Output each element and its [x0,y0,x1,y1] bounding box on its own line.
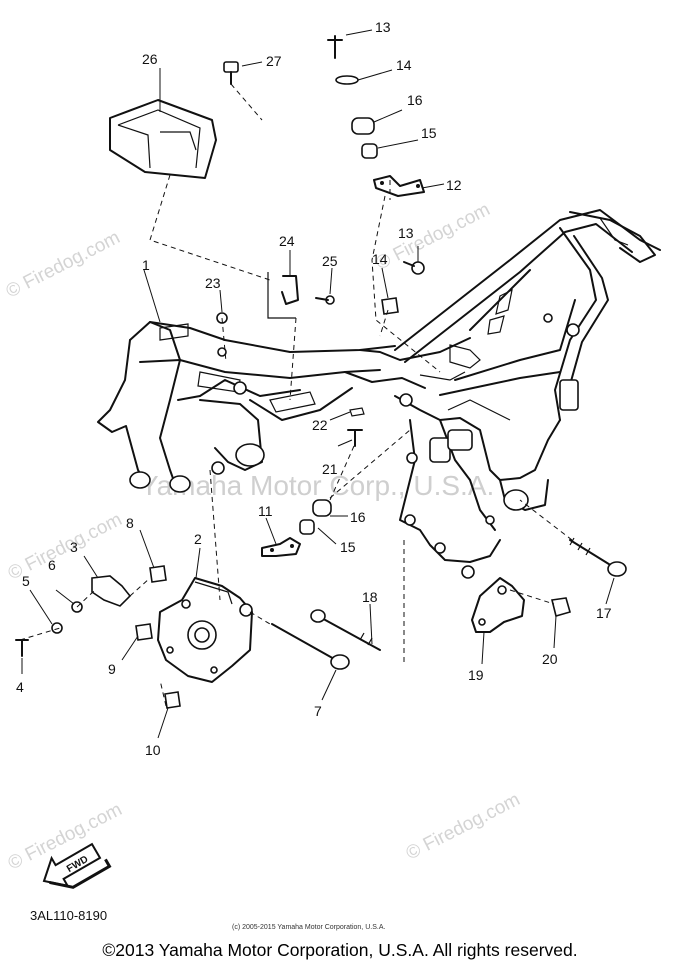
part-27-bolt [223,61,239,85]
callout-23: 23 [205,275,221,291]
callout-25: 25 [322,253,338,269]
lower-mid-parts [261,499,332,557]
watermark-firedog-main: © Firedog.com [3,227,124,302]
callout-8: 8 [126,515,134,531]
copyright-footer: ©2013 Yamaha Motor Corporation, U.S.A. A… [102,940,578,960]
small-credit: (c) 2005-2015 Yamaha Motor Corporation, … [232,924,385,931]
callout-22: 22 [312,417,328,433]
callout-7: 7 [314,703,322,719]
watermark-firedog-right: © Firedog.com [373,199,494,274]
callout-20: 20 [542,651,558,667]
callout-1: 1 [142,257,150,273]
callout-27: 27 [266,53,282,69]
part-code: 3AL110-8190 [30,908,107,923]
callout-18: 18 [362,589,378,605]
watermark-firedog-bottom-right: © Firedog.com [403,789,524,864]
callout-17: 17 [596,605,612,621]
leader-lines [21,29,615,739]
callout-24: 24 [279,233,295,249]
callout-6: 6 [48,557,56,573]
callout-15-low: 15 [340,539,356,555]
callout-labels: 1 2 3 4 5 6 7 8 9 10 11 12 13 13 14 14 1… [16,19,612,758]
callout-11: 11 [258,503,273,519]
callout-13-mid: 13 [398,225,414,241]
callout-2: 2 [194,531,202,547]
watermarks: © Firedog.com © Firedog.com © Firedog.co… [3,199,524,874]
callout-5: 5 [22,573,30,589]
callout-16-top: 16 [407,92,423,108]
callout-10: 10 [145,742,161,758]
callout-12: 12 [446,177,462,193]
rear-mount-parts [471,537,627,633]
lower-left-bracket [15,565,253,709]
callout-15-top: 15 [421,125,437,141]
dashed-connectors [19,83,573,707]
callout-14-mid: 14 [372,251,388,267]
callout-21: 21 [322,461,338,477]
long-bolts [271,609,381,670]
callout-16-low: 16 [350,509,366,525]
callout-14-top: 14 [396,57,412,73]
main-frame [97,209,661,579]
watermark-yamaha-center: Yamaha Motor Corp., U.S.A. [140,470,494,501]
callout-19: 19 [468,667,484,683]
part-26-cover [109,99,217,179]
callout-9: 9 [108,661,116,677]
callout-13-top: 13 [375,19,391,35]
callout-3: 3 [70,539,78,555]
callout-26: 26 [142,51,158,67]
callout-4: 4 [16,679,24,695]
mid-small-parts [216,261,425,324]
